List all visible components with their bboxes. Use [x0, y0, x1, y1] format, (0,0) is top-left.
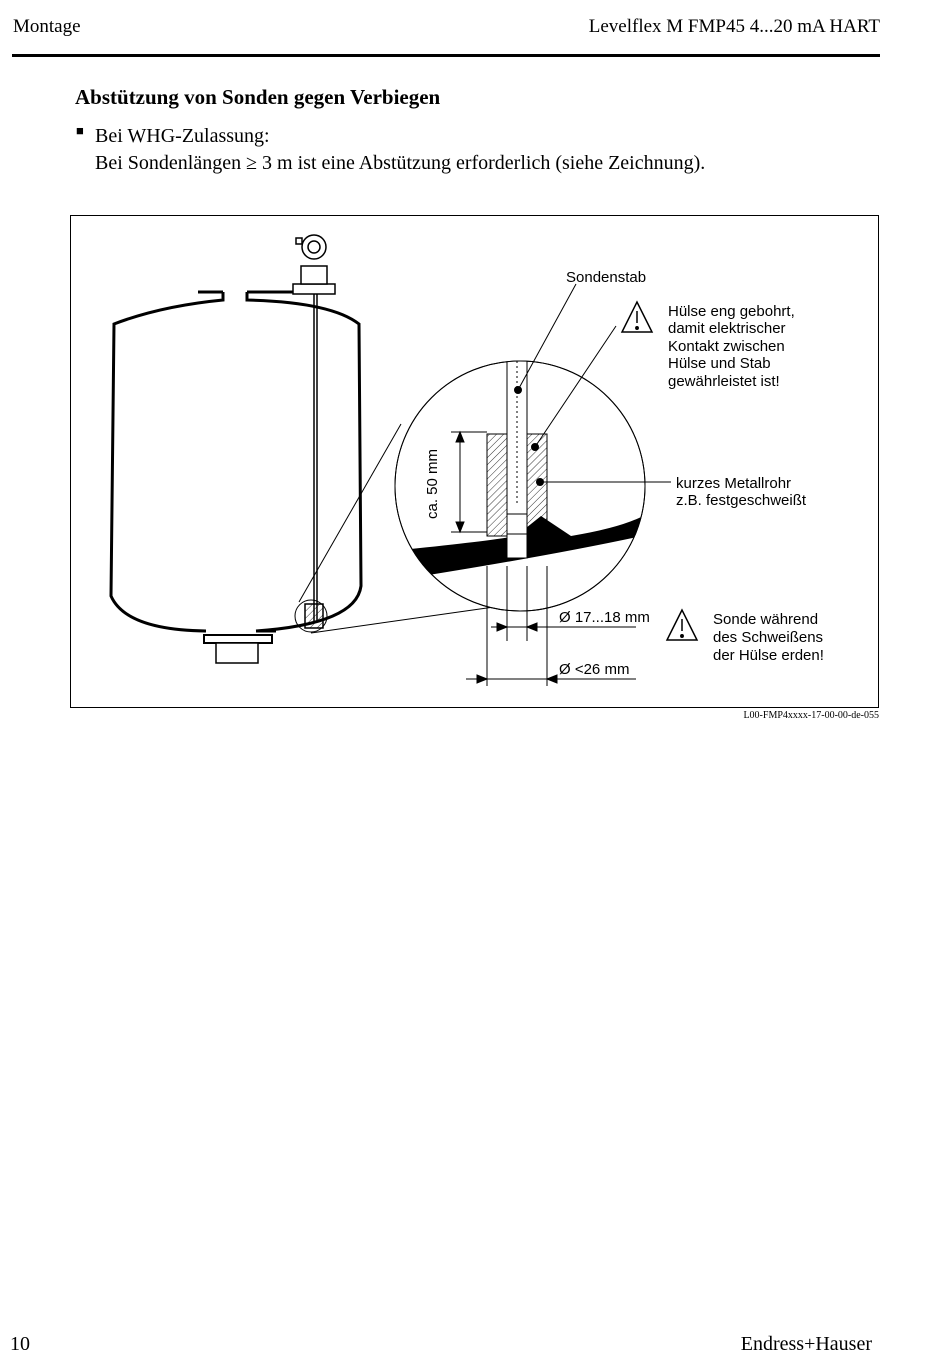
transmitter — [292, 234, 336, 633]
probe-support-drawing: Sondenstab Hülse eng gebohrt, damit elek… — [109, 234, 824, 686]
section-title: Abstützung von Sonden gegen Verbiegen — [75, 85, 441, 109]
magnifier-guides — [298, 423, 502, 634]
warning1-line-4: Hülse und Stab — [668, 355, 771, 372]
label-rod: Sondenstab — [566, 269, 646, 286]
tube-label-line-2: z.B. festgeschweißt — [676, 492, 807, 509]
warning-triangle-icon — [665, 608, 699, 641]
bullet-line-2: Bei Sondenlängen ≥ 3 m ist eine Abstützu… — [95, 152, 706, 174]
warning2-line-2: des Schweißens — [713, 629, 823, 646]
figure-id: L00-FMP4xxxx-17-00-00-de-055 — [743, 710, 879, 721]
page-number: 10 — [10, 1333, 30, 1355]
height-label: ca. 50 mm — [424, 449, 441, 519]
warning1-line-5: gewährleistet ist! — [668, 373, 780, 390]
tube-label-line-1: kurzes Metallrohr — [676, 475, 791, 492]
diameter-outer-label: Ø <26 mm — [559, 661, 629, 678]
warning1-line-3: Kontakt zwischen — [668, 338, 785, 355]
bullet-square-icon: ■ — [76, 123, 84, 138]
brand-name: Endress+Hauser — [740, 1333, 872, 1355]
bullet-text: Bei WHG-Zulassung: Bei Sondenlängen ≥ 3 … — [95, 123, 705, 177]
leaders — [514, 283, 671, 486]
bullet-line-1: Bei WHG-Zulassung: — [95, 125, 270, 147]
detail-lens — [394, 360, 646, 612]
warning1-line-2: damit elektrischer — [668, 320, 786, 337]
diameter-inner-label: Ø 17...18 mm — [559, 609, 650, 626]
header-section: Montage — [13, 16, 81, 37]
diameter-dimensions — [466, 566, 636, 686]
warning-triangle-icon — [620, 300, 654, 333]
figure-frame: Sondenstab Hülse eng gebohrt, damit elek… — [70, 215, 879, 708]
header-rule — [12, 54, 880, 57]
header-product: Levelflex M FMP45 4...20 mA HART — [588, 16, 880, 37]
warning2-line-1: Sonde während — [713, 611, 818, 628]
warning2-line-3: der Hülse erden! — [713, 647, 824, 664]
height-dimension — [451, 430, 487, 534]
warning1-line-1: Hülse eng gebohrt, — [668, 303, 795, 320]
